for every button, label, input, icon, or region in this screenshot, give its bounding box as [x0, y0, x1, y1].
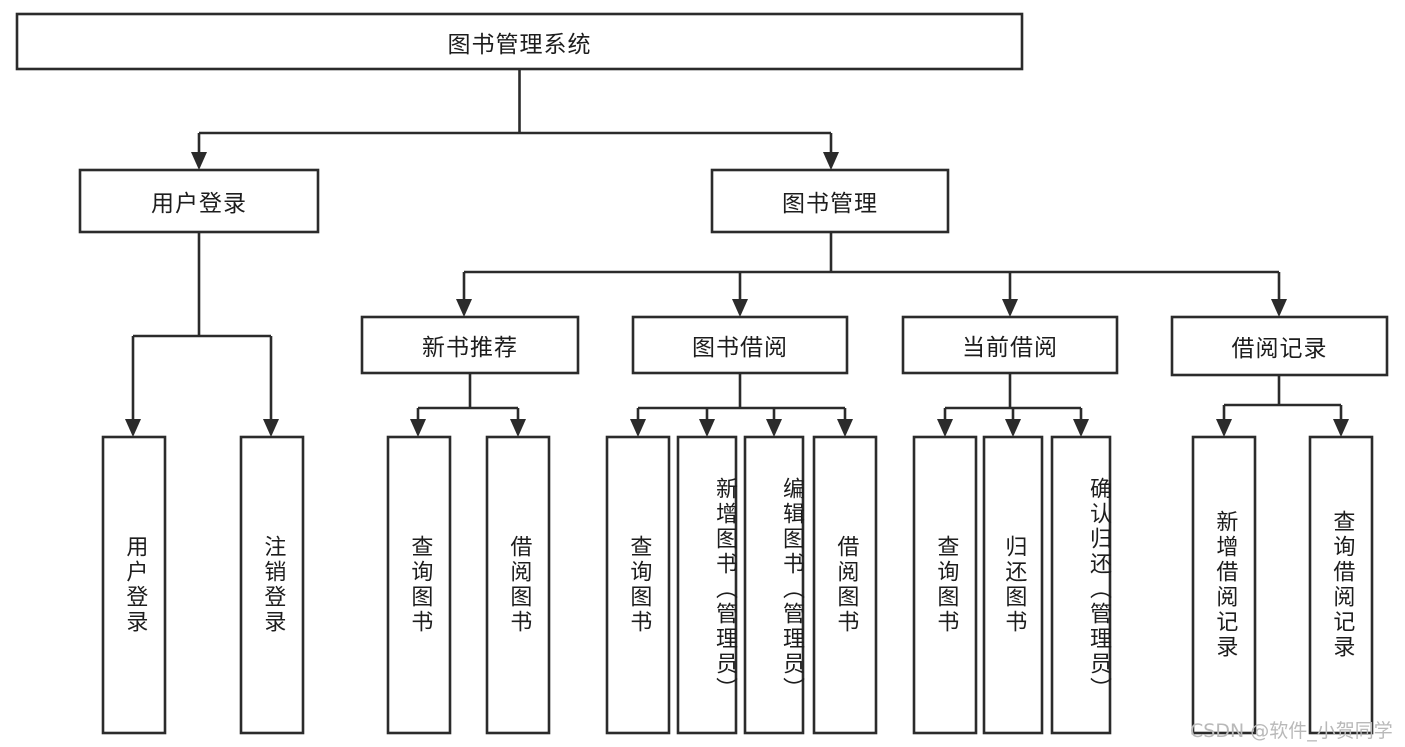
arrow-leaf-query-book-1 [410, 419, 426, 437]
label-leaf-user-logout: 注销登录 [260, 535, 286, 635]
arrow-leaf-confirm-return [1073, 419, 1089, 437]
label-leaf-add-book: 新增图书（管理员） [712, 476, 737, 702]
csdn-watermark: CSDN @软件_小贺同学 [1190, 720, 1393, 742]
label-leaf-confirm-return: 确认归还（管理员） [1086, 476, 1111, 702]
arrow-borrow-record [1271, 299, 1287, 317]
label-book-borrow: 图书借阅 [692, 335, 788, 361]
arrow-leaf-add-book [699, 419, 715, 437]
connector-group-root [191, 69, 839, 170]
arrow-leaf-query-book-3 [937, 419, 953, 437]
arrow-leaf-edit-book [766, 419, 782, 437]
node-box-leaf-query-book-2[interactable] [605, 435, 671, 735]
arrow-new-book-recommend [456, 299, 472, 317]
connector-group-new-book-recommend [410, 373, 526, 437]
node-box-new-book-recommend[interactable] [360, 315, 580, 375]
label-leaf-add-record: 新增借阅记录 [1212, 510, 1238, 660]
node-box-leaf-return-book[interactable] [982, 435, 1044, 735]
label-leaf-query-record: 查询借阅记录 [1329, 510, 1355, 660]
node-box-root[interactable] [15, 12, 1024, 71]
node-box-leaf-confirm-return[interactable] [1050, 435, 1112, 735]
node-box-leaf-query-record[interactable] [1308, 435, 1374, 735]
arrow-leaf-return-book [1005, 419, 1021, 437]
node-box-leaf-user-login[interactable] [101, 435, 167, 735]
label-current-borrow: 当前借阅 [962, 335, 1058, 361]
arrow-leaf-user-login [125, 419, 141, 437]
connector-group-book-borrow [630, 373, 853, 437]
node-box-borrow-record[interactable] [1170, 315, 1389, 377]
arrow-leaf-borrow-book-2 [837, 419, 853, 437]
node-box-book-borrow[interactable] [631, 315, 849, 375]
connector-group-current-borrow [937, 373, 1089, 437]
label-leaf-query-book-2: 查询图书 [626, 535, 652, 635]
arrow-book-borrow [732, 299, 748, 317]
connector-group-borrow-record [1216, 375, 1349, 437]
label-leaf-edit-book: 编辑图书（管理员） [779, 476, 804, 702]
arrow-leaf-user-logout [263, 419, 279, 437]
node-box-user-login[interactable] [78, 168, 320, 234]
connector-group-user-login [125, 232, 279, 437]
node-box-leaf-add-record[interactable] [1191, 435, 1257, 735]
arrow-current-borrow [1002, 299, 1018, 317]
connector-group-book-management [456, 232, 1287, 317]
arrow-root-to-user-login [191, 152, 207, 170]
arrow-leaf-query-book-2 [630, 419, 646, 437]
node-box-leaf-edit-book[interactable] [743, 435, 805, 735]
arrow-leaf-add-record [1216, 419, 1232, 437]
node-box-book-management[interactable] [710, 168, 950, 234]
node-box-current-borrow[interactable] [901, 315, 1119, 375]
label-root: 图书管理系统 [447, 31, 592, 58]
node-box-leaf-borrow-book-1[interactable] [485, 435, 551, 735]
node-box-leaf-query-book-1[interactable] [386, 435, 452, 735]
arrow-root-to-book-management [823, 152, 839, 170]
node-box-leaf-user-logout[interactable] [239, 435, 305, 735]
label-leaf-query-book-1: 查询图书 [407, 535, 433, 635]
label-book-management: 图书管理 [782, 191, 878, 217]
arrow-leaf-borrow-book-1 [510, 419, 526, 437]
label-leaf-borrow-book-1: 借阅图书 [506, 535, 532, 635]
label-user-login: 用户登录 [151, 191, 247, 217]
label-borrow-record: 借阅记录 [1231, 336, 1328, 362]
node-box-leaf-borrow-book-2[interactable] [812, 435, 878, 735]
label-leaf-borrow-book-2: 借阅图书 [833, 535, 859, 635]
label-leaf-query-book-3: 查询图书 [933, 535, 959, 635]
node-box-leaf-query-book-3[interactable] [912, 435, 978, 735]
node-box-leaf-add-book[interactable] [676, 435, 738, 735]
arrow-leaf-query-record [1333, 419, 1349, 437]
label-leaf-return-book: 归还图书 [1001, 535, 1027, 635]
label-new-book-recommend: 新书推荐 [422, 335, 518, 361]
label-leaf-user-login: 用户登录 [122, 535, 148, 635]
